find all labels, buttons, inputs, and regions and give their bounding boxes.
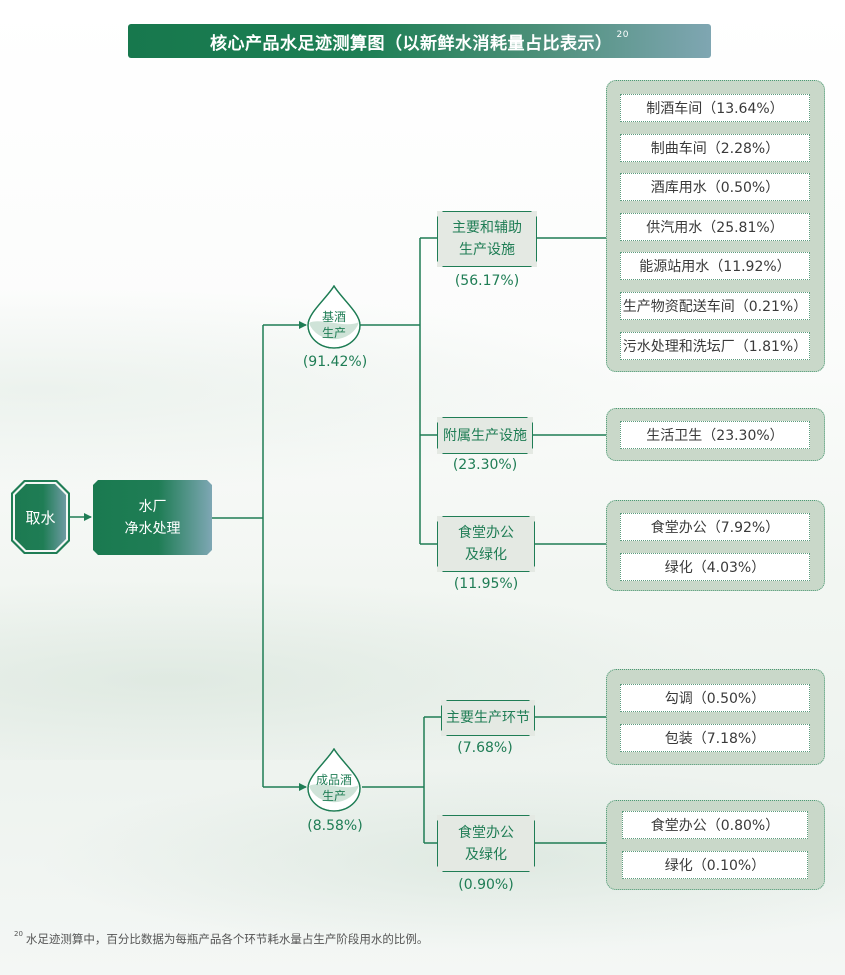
category-line2: 生产设施 [459, 242, 515, 258]
detail-item: 生产物资配送车间（0.21%） [620, 292, 810, 320]
category-line1: 主要和辅助 [452, 220, 522, 236]
detail-group-canteen-greening: 食堂办公（7.92%） 绿化（4.03%） [606, 500, 825, 591]
water-intake-node: 取水 [11, 480, 70, 554]
detail-item: 绿化（0.10%） [622, 851, 808, 879]
category-line2: 及绿化 [465, 547, 507, 563]
category-line1: 食堂办公 [458, 525, 514, 541]
detail-group-main-production: 勾调（0.50%） 包装（7.18%） [606, 669, 825, 765]
diagram-title: 核心产品水足迹测算图（以新鲜水消耗量占比表示） 20 [128, 24, 711, 58]
category-line1: 主要生产环节 [446, 710, 530, 726]
detail-item: 能源站用水（11.92%） [620, 252, 810, 280]
detail-item: 食堂办公（0.80%） [622, 811, 808, 839]
category-canteen-greening: 食堂办公 及绿化 [437, 516, 535, 572]
water-intake-label: 取水 [25, 508, 56, 527]
detail-item: 制曲车间（2.28%） [620, 134, 810, 162]
plant-line1: 水厂 [138, 498, 167, 515]
detail-item: 制酒车间（13.64%） [620, 94, 810, 122]
detail-item: 绿化（4.03%） [620, 553, 810, 581]
stage-base-liquor-drop: 基酒 生产 [306, 285, 362, 349]
category-percent: (11.95%) [453, 576, 519, 592]
category-line1: 食堂办公 [458, 824, 514, 841]
category-canteen-greening-2: 食堂办公 及绿化 [437, 815, 535, 872]
stage1-percent: (91.42%) [302, 354, 368, 370]
stage2-percent: (8.58%) [307, 818, 363, 834]
stage1-line2: 生产 [321, 326, 346, 340]
footnote-ref: 20 [616, 30, 629, 40]
detail-item: 生活卫生（23.30%） [620, 421, 810, 449]
stage2-line1: 成品酒 [315, 773, 352, 787]
footnote-text: 水足迹测算中，百分比数据为每瓶产品各个环节耗水量占生产阶段用水的比例。 [25, 932, 429, 946]
stage2-line2: 生产 [321, 789, 346, 803]
category-line2: 及绿化 [465, 846, 507, 863]
footnote-marker: 20 [14, 930, 23, 939]
detail-item: 勾调（0.50%） [620, 684, 810, 712]
water-plant-node: 水厂 净水处理 [93, 480, 212, 555]
stage1-line1: 基酒 [321, 310, 346, 324]
category-auxiliary-facilities: 附属生产设施 [437, 417, 533, 454]
category-percent: (56.17%) [454, 273, 520, 289]
category-main-aux-facilities: 主要和辅助 生产设施 [437, 211, 537, 267]
detail-item: 污水处理和洗坛厂（1.81%） [620, 332, 810, 360]
water-drop-icon [307, 748, 361, 812]
detail-item: 包装（7.18%） [620, 724, 810, 752]
detail-group-auxiliary: 生活卫生（23.30%） [606, 408, 825, 461]
detail-group-main-aux: 制酒车间（13.64%） 制曲车间（2.28%） 酒库用水（0.50%） 供汽用… [606, 80, 825, 372]
detail-item: 酒库用水（0.50%） [620, 173, 810, 201]
category-percent: (7.68%) [457, 740, 513, 756]
category-main-production: 主要生产环节 [441, 700, 535, 736]
title-text: 核心产品水足迹测算图（以新鲜水消耗量占比表示） [210, 33, 613, 54]
detail-item: 供汽用水（25.81%） [620, 213, 810, 241]
category-line1: 附属生产设施 [443, 427, 527, 444]
water-drop-icon [307, 285, 361, 349]
plant-line2: 净水处理 [124, 520, 181, 537]
category-percent: (0.90%) [458, 877, 514, 893]
category-percent: (23.30%) [452, 457, 518, 473]
stage-finished-liquor-drop: 成品酒 生产 [306, 748, 362, 812]
detail-item: 食堂办公（7.92%） [620, 513, 810, 541]
detail-group-canteen-greening-2: 食堂办公（0.80%） 绿化（0.10%） [606, 800, 825, 890]
